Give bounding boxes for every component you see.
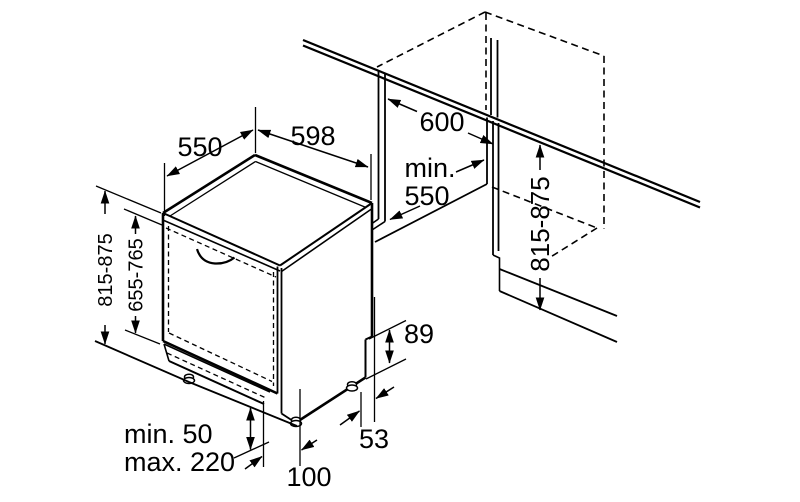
niche-left-wall [371, 70, 386, 231]
dim-depth: 598 [257, 121, 372, 200]
dim-rear-offset: 53 [339, 297, 395, 454]
niche-back-wall [374, 117, 488, 243]
dim-height-left: 815-875 [95, 185, 162, 345]
dim-niche-depth: min. 550 [389, 153, 485, 221]
dim-depth-label: 598 [290, 121, 335, 151]
appliance-foot [345, 384, 359, 392]
niche-space-dashed [376, 11, 605, 259]
appliance-base [163, 343, 271, 405]
dim-door-height: 655-765 [123, 208, 163, 345]
appliance-top-face [162, 153, 373, 267]
dim-plinth: min. 50 max. 220 [124, 407, 270, 477]
floor-line [94, 340, 298, 427]
dim-rear-base-label: 89 [404, 319, 434, 349]
dim-width-label: 550 [177, 132, 222, 162]
appliance [161, 153, 374, 428]
dim-rear-base: 89 [365, 319, 434, 380]
dim-front-offset: 100 [244, 389, 332, 492]
dim-niche-height-label: 815-875 [525, 176, 555, 271]
dim-worktop-depth: 600 [387, 98, 494, 145]
door-handle [195, 248, 236, 265]
dim-plinth-min-label: min. 50 [124, 419, 213, 449]
dim-niche-height: 815-875 [525, 144, 555, 311]
dim-niche-depth-label1: min. [404, 153, 455, 183]
dim-plinth-max-label: max. 220 [124, 447, 235, 477]
dim-niche-depth-label2: 550 [404, 181, 449, 211]
dim-door-height-label: 655-765 [126, 238, 148, 311]
appliance-door [161, 213, 281, 395]
cabinet-panel-lower [492, 121, 618, 343]
dim-worktop-depth-label: 600 [419, 107, 464, 137]
appliance-side [280, 203, 374, 425]
dim-rear-offset-label: 53 [359, 424, 389, 454]
cabinet-panel-upper [490, 38, 499, 118]
worktop [302, 38, 701, 209]
panel-notch [492, 254, 501, 291]
dim-width: 550 [163, 107, 257, 216]
dim-front-offset-label: 100 [286, 462, 331, 492]
dim-height-left-label: 815-875 [95, 233, 117, 306]
